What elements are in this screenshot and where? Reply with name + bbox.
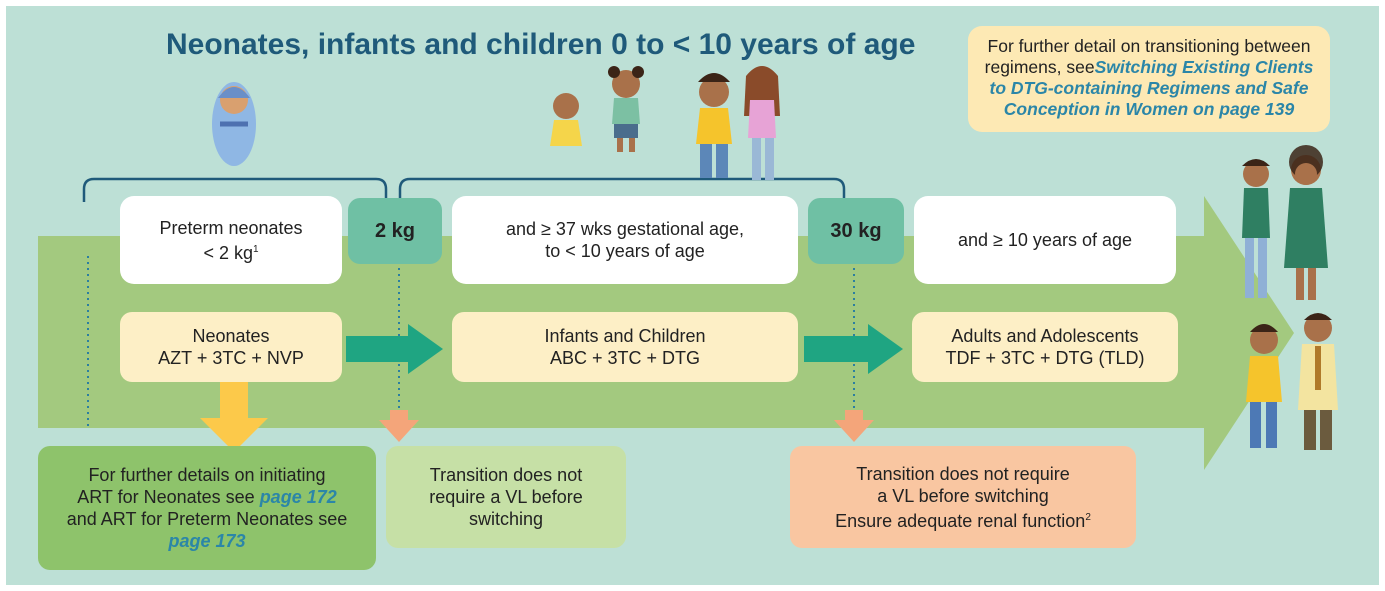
- note-link[interactable]: Switching Existing Clients to DTG-contai…: [989, 57, 1314, 119]
- regimen-adults: Adults and Adolescents TDF + 3TC + DTG (…: [912, 312, 1178, 382]
- group-infants-line2: to < 10 years of age: [545, 241, 705, 261]
- children-illustration: [696, 66, 780, 180]
- page-title: Neonates, infants and children 0 to < 10…: [166, 28, 916, 61]
- note-transition-30kg-line3: Ensure adequate renal function2: [835, 510, 1091, 531]
- note-transition-2kg: Transition does not require a VL before …: [386, 446, 626, 548]
- regimen-neonates: Neonates AZT + 3TC + NVP: [120, 312, 342, 382]
- note-text: For further detail on transitioning betw…: [984, 36, 1311, 77]
- group-preterm-line1: Preterm neonates: [159, 217, 303, 238]
- group-preterm: Preterm neonates < 2 kg1: [120, 196, 342, 284]
- arrow-infants-to-adults: [804, 324, 903, 374]
- note-transition-2kg-line2: require a VL before: [429, 487, 583, 507]
- swaddled-baby-illustration: [212, 82, 256, 166]
- transition-note: For further detail on transitioning betw…: [968, 26, 1330, 132]
- threshold-2kg: 2 kg: [348, 198, 442, 264]
- diagram-canvas: Neonates, infants and children 0 to < 10…: [6, 6, 1379, 585]
- arrow-neonates-down: [200, 382, 268, 452]
- group-infants: and ≥ 37 wks gestational age, to < 10 ye…: [452, 196, 798, 284]
- note-transition-30kg: Transition does not require a VL before …: [790, 446, 1136, 548]
- note-neonates-line2: ART for Neonates see page 172: [77, 487, 337, 507]
- bracket-children: [398, 177, 846, 202]
- group-preterm-line2: < 2 kg1: [203, 242, 259, 263]
- diagram-graphics: [82, 66, 1338, 452]
- regimen-neonates-drugs: AZT + 3TC + NVP: [158, 348, 304, 368]
- arrow-neonates-to-infants: [346, 324, 443, 374]
- note-neonates-line3: and ART for Preterm Neonates see: [66, 509, 348, 529]
- group-infants-line1: and ≥ 37 wks gestational age,: [505, 219, 745, 239]
- arrow-2kg-down: [379, 410, 419, 442]
- regimen-infants-drugs: ABC + 3TC + DTG: [549, 348, 701, 368]
- toddlers-illustration: [550, 66, 644, 152]
- page-172-link[interactable]: page 172: [259, 487, 337, 507]
- note-transition-2kg-line1: Transition does not: [429, 465, 583, 485]
- regimen-adults-drugs: TDF + 3TC + DTG (TLD): [945, 348, 1145, 368]
- note-transition-30kg-line1: Transition does not require: [856, 463, 1070, 484]
- regimen-infants-name: Infants and Children: [544, 326, 706, 346]
- regimen-infants: Infants and Children ABC + 3TC + DTG: [452, 312, 798, 382]
- adults-illustration: [1242, 145, 1338, 450]
- note-neonates: For further details on initiating ART fo…: [38, 446, 376, 570]
- page-173-link[interactable]: page 173: [168, 531, 246, 551]
- threshold-30kg: 30 kg: [808, 198, 904, 264]
- group-adults: and ≥ 10 years of age: [914, 196, 1176, 284]
- regimen-neonates-name: Neonates: [192, 326, 270, 346]
- bracket-neonates: [82, 177, 388, 202]
- note-transition-30kg-line2: a VL before switching: [877, 485, 1049, 506]
- note-neonates-line1: For further details on initiating: [88, 465, 326, 485]
- note-transition-2kg-line3: switching: [468, 509, 544, 529]
- regimen-adults-name: Adults and Adolescents: [951, 326, 1139, 346]
- arrow-30kg-down: [834, 410, 874, 442]
- group-adults-line1: and ≥ 10 years of age: [958, 230, 1132, 250]
